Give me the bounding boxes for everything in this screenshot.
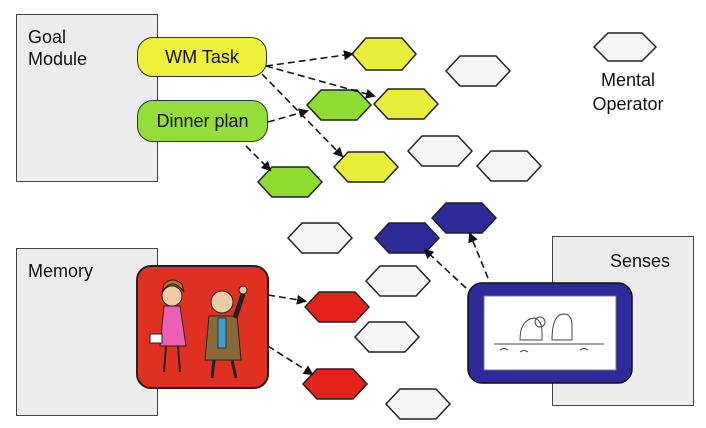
operator-green-1 xyxy=(305,89,373,121)
arrow-senses-to-blue-1 xyxy=(423,248,467,289)
arrow-senses-to-blue-2 xyxy=(468,232,489,279)
operator-green-2 xyxy=(256,166,324,198)
operator-white-2 xyxy=(406,135,474,167)
goal-dinner-plan: Dinner plan xyxy=(137,100,268,142)
operator-white-7 xyxy=(384,388,452,420)
arguing-people-icon xyxy=(149,279,248,379)
operator-white-4 xyxy=(286,222,354,254)
operator-blue-1 xyxy=(373,222,441,254)
operator-yellow-3 xyxy=(332,151,400,183)
memory-module-label: Memory xyxy=(28,261,94,281)
legend-operator-icon xyxy=(592,32,658,62)
memory-image-panel xyxy=(136,265,269,389)
goal-module-label: Goal Module xyxy=(28,27,88,69)
operator-white-3 xyxy=(475,150,543,182)
senses-image-screen xyxy=(483,295,617,371)
operator-red-1 xyxy=(303,291,371,323)
operator-white-1 xyxy=(444,55,512,87)
arrow-wm-to-yellow-2 xyxy=(265,65,376,99)
memory-image-frame xyxy=(136,265,269,389)
senses-image-panel xyxy=(467,282,633,384)
operator-white-5 xyxy=(364,265,432,297)
arrow-memory-to-red-1 xyxy=(267,294,307,305)
operator-white-6 xyxy=(353,321,421,353)
operator-blue-2 xyxy=(430,202,498,234)
goal-wm-task: WM Task xyxy=(137,37,267,77)
cat-and-dog-sketch-icon xyxy=(494,313,604,353)
goal-module-box xyxy=(16,14,158,182)
arrow-memory-to-red-2 xyxy=(267,345,314,376)
operator-yellow-2 xyxy=(372,88,440,120)
arrow-dinner-to-green-1 xyxy=(267,108,309,123)
arrow-wm-to-yellow-1 xyxy=(265,50,354,67)
operator-red-2 xyxy=(301,368,369,400)
legend-label: Mental Operator xyxy=(592,70,664,114)
operator-yellow-1 xyxy=(351,37,417,71)
senses-module-label: Senses xyxy=(610,251,671,271)
arrow-dinner-to-green-2 xyxy=(245,145,272,172)
